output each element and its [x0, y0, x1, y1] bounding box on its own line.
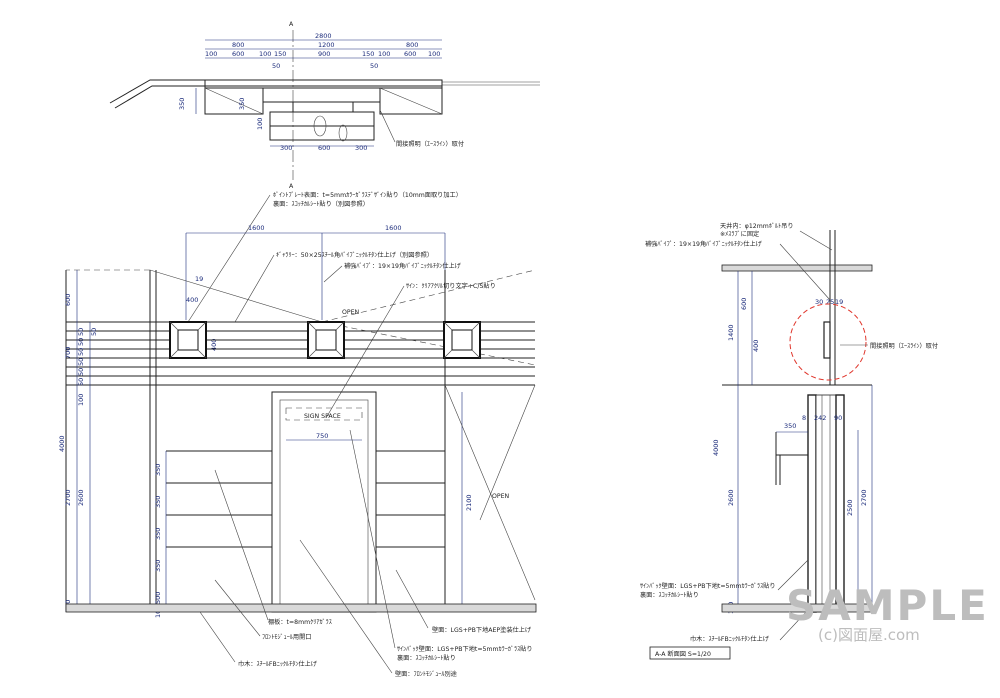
elev-dim-small: 19	[195, 275, 203, 283]
plan-dim-row2: 100	[378, 50, 390, 58]
elev-dim-left-inner: 50	[77, 338, 85, 346]
note-reinforce: 補強ﾊﾟｲﾌﾟ：19×19角ﾊﾞｲﾌﾞﾆｯｸﾙﾁﾀﾝ仕上げ	[344, 262, 462, 270]
plan-dim-1200: 1200	[318, 41, 335, 49]
note-point-plate: ﾎﾟｲﾝﾄﾌﾟﾚｰﾄ表面：t=5mmｶﾗｰｶﾞﾗｽﾃﾞｻﾞｲﾝ貼り（10mm面取…	[273, 191, 462, 199]
sec-dim-left: 1400	[727, 324, 735, 341]
front-elevation: ﾎﾟｲﾝﾄﾌﾟﾚｰﾄ表面：t=5mmｶﾗｰｶﾞﾗｽﾃﾞｻﾞｲﾝ貼り（10mm面取…	[58, 191, 537, 678]
note-sign: ｻｲﾝ：ｸﾘｱｱｸﾘﾙ切り文字+C/S貼り	[406, 282, 496, 290]
section-view: 天井内：φ12mmﾎﾞﾙﾄ吊り ※ﾒｽﾗﾌﾞに固定 補強ﾊﾟｲﾌﾟ：19×19角…	[640, 222, 938, 660]
plan-dim-small: 50	[272, 62, 280, 70]
elev-dim-left-inner: 100	[77, 394, 85, 406]
sec-note-sign-back2: 裏面：ｽｺｯﾁｶﾙｼｰﾄ貼り	[640, 591, 699, 599]
sec-dim-top: 19	[835, 298, 843, 306]
shelves	[166, 450, 445, 548]
sec-dim-left: 400	[752, 340, 760, 352]
elev-dim-left-inner: 2600	[77, 489, 85, 506]
plan-dim-bottom: 300	[355, 144, 367, 152]
plan-dim-row2: 600	[232, 50, 244, 58]
plan-dim-left: 350	[178, 98, 186, 110]
sec-note-reinforce: 補強ﾊﾟｲﾌﾟ：19×19角ﾊﾞｲﾌﾞﾆｯｸﾙﾁﾀﾝ仕上げ	[645, 240, 763, 248]
elev-dim-small: 400	[210, 339, 218, 351]
elev-dim-left-inner: 50	[77, 328, 85, 336]
elev-dim-left-outer: 700	[64, 347, 72, 359]
sec-dim-right: 2500	[846, 499, 854, 516]
note-sign-back-wall: ｻｲﾝﾊﾞｯｸ壁面：LGS+PB下地t=5mmｶﾗｰｶﾞﾗｽ貼り	[397, 645, 533, 653]
watermark-sample: SAMPLE	[786, 581, 989, 630]
plan-dim-row2: 150	[362, 50, 374, 58]
note-front-opening: ﾌﾛﾝﾄﾓｼﾞｭｰﾙ用開口	[262, 634, 312, 641]
plan-note-lighting: 間接照明（ｴｰｽﾗｲﾝ）取付	[396, 140, 464, 148]
elev-dim-door: 2100	[465, 494, 473, 511]
plan-dim-small: 50	[370, 62, 378, 70]
elev-dim-shelf: 500	[154, 592, 162, 604]
plan-dim-total: 2800	[315, 32, 332, 40]
elev-open-label-top: OPEN	[342, 309, 360, 316]
elev-dim-left-outer: 600	[64, 294, 72, 306]
point-plate	[169, 321, 207, 359]
elev-dim-left-inner: 50	[77, 378, 85, 386]
plan-dim-left: 100	[256, 118, 264, 130]
sign-space-label: SIGN SPACE	[304, 413, 341, 420]
note-wall-front: 壁面：ﾌﾛﾝﾄﾓｼﾞｭｰﾙ別途	[395, 670, 457, 678]
elev-dim-small: 400	[186, 296, 198, 304]
elev-dim-top: 1600	[248, 224, 265, 232]
watermark-credit: (c)図面屋.com	[818, 626, 920, 644]
elev-dim-shelf: 350	[154, 528, 162, 540]
point-plate	[443, 321, 481, 359]
elev-dim-top: 1600	[385, 224, 402, 232]
sec-note-sign-back: ｻｲﾝﾊﾞｯｸ壁面：LGS+PB下地t=5mmｶﾗｰｶﾞﾗｽ貼り	[640, 582, 776, 590]
sec-dim-left: 600	[740, 298, 748, 310]
elev-dim-shelf: 350	[154, 464, 162, 476]
plan-dim-800-right: 800	[406, 41, 418, 49]
note-wall-ep: 壁面：LGS+PB下地AEP塗装仕上げ	[432, 626, 532, 634]
sec-dim-mid: 8	[802, 414, 806, 422]
plan-dim-row2: 100	[428, 50, 440, 58]
section-title: A-A 断面図 S=1/20	[655, 650, 711, 658]
note-baseboard: 巾木：ｽﾁｰﾙFBﾆｯｸﾙﾁﾀﾝ仕上げ	[238, 660, 318, 668]
sec-dim-mid: 242	[814, 414, 826, 422]
plan-dim-row2: 150	[274, 50, 286, 58]
elev-dim-left-outer: 2700	[64, 489, 72, 506]
sec-dim-top: 25	[826, 298, 834, 306]
plan-dim-row2: 100	[205, 50, 217, 58]
plan-dim-800-left: 800	[232, 41, 244, 49]
plan-dim-row2: 900	[318, 50, 330, 58]
note-shelf: 棚板：t=8mmｸﾘｱｶﾞﾗｽ	[268, 618, 332, 626]
note-gallery: ｷﾞｬﾗﾘｰ：50×25ｽﾁｰﾙ角ﾊﾞｲﾌﾞﾆｯｸﾙﾁﾀﾝ仕上げ（別図参照）	[276, 251, 433, 259]
elev-dim-small: 750	[316, 432, 328, 440]
sec-note-baseboard: 巾木：ｽﾁｰﾙFBﾆｯｸﾙﾁﾀﾝ仕上げ	[690, 635, 770, 643]
note-point-plate-back: 裏面：ｽｺｯﾁｶﾙｼｰﾄ貼り（別図参照）	[273, 200, 369, 208]
sec-dim-left: 2600	[727, 489, 735, 506]
point-plate	[307, 321, 345, 359]
elev-dim-left-outer: 4000	[58, 435, 66, 452]
elev-dim-left-inner: 50	[77, 348, 85, 356]
sec-note-ceiling-fix: ※ﾒｽﾗﾌﾞに固定	[720, 230, 759, 238]
plan-dim-row2: 600	[404, 50, 416, 58]
elev-dim-shelf: 350	[154, 560, 162, 572]
sec-dim-right: 2700	[860, 489, 868, 506]
sec-note-ceiling: 天井内：φ12mmﾎﾞﾙﾄ吊り	[720, 222, 794, 230]
elev-dim-left-inner: 50	[90, 328, 98, 336]
elev-dim-left-inner: 50	[77, 368, 85, 376]
plan-dim-bottom: 600	[318, 144, 330, 152]
elev-open-label-right: OPEN	[492, 493, 510, 500]
section-mark-bottom: A	[289, 183, 294, 190]
plan-view: A A 2800 800 1200 800 100 600 100 150 90…	[109, 21, 540, 190]
elev-dim-left-inner: 50	[77, 358, 85, 366]
elev-dim-shelf: 350	[154, 496, 162, 508]
section-mark-top: A	[289, 21, 294, 28]
sec-dim-mid: 90	[834, 414, 842, 422]
plan-dim-left: 350	[238, 98, 246, 110]
note-sign-back-wall-back: 裏面：ｽｺｯﾁｶﾙｼｰﾄ貼り	[397, 654, 456, 662]
plan-dim-row2: 100	[259, 50, 271, 58]
sec-note-lighting: 間接照明（ｴｰｽﾗｲﾝ）取付	[870, 342, 938, 350]
sec-dim-top: 30	[815, 298, 823, 306]
plan-dim-bottom: 300	[280, 144, 292, 152]
sec-dim-mid: 350	[784, 422, 796, 430]
sec-dim-left: 4000	[712, 439, 720, 456]
